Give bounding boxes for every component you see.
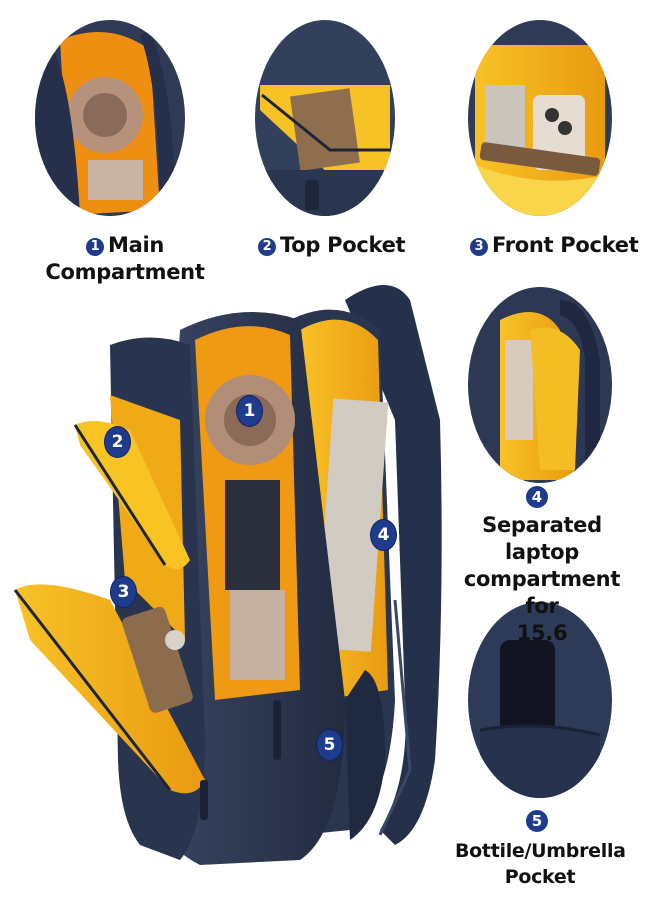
bag-marker-5: 5 xyxy=(316,729,343,761)
front-pocket-detail-image xyxy=(468,20,612,216)
feature-label-line: 15.6 xyxy=(516,621,568,645)
top-pocket-detail-image xyxy=(255,20,395,216)
backpack-main-image xyxy=(13,285,442,865)
feature-label-line: Top Pocket xyxy=(280,233,406,257)
feature-number-badge: 2 xyxy=(258,238,276,256)
bag-marker-3: 3 xyxy=(110,576,137,608)
feature-number-badge: 3 xyxy=(470,238,488,256)
feature-label-line: Compartment xyxy=(45,260,205,284)
feature-number-badge: 4 xyxy=(526,486,548,508)
main-compartment-detail-image xyxy=(35,20,185,216)
feature-label-line: Pocket xyxy=(504,866,576,888)
feature-label-line: Main xyxy=(107,233,165,257)
bottle-umbrella-pocket-detail-image xyxy=(468,602,612,798)
feature-label-bottle-umbrella-pocket: Bottile/Umbrella Pocket xyxy=(455,838,626,890)
feature-label-line: Front Pocket xyxy=(492,233,639,257)
bag-marker-2: 2 xyxy=(104,426,131,458)
bag-marker-4: 4 xyxy=(370,519,397,551)
feature-label-laptop-compartment: Separated laptop compartment for 15.6 xyxy=(452,512,632,647)
feature-number-badge: 5 xyxy=(526,810,548,832)
feature-label-line: compartment for xyxy=(463,567,621,618)
feature-label-line: Separated laptop xyxy=(482,513,602,564)
feature-number-badge: 1 xyxy=(85,238,104,256)
laptop-compartment-detail-image xyxy=(468,287,612,483)
bag-marker-1: 1 xyxy=(236,395,263,427)
feature-label-line: Bottile/Umbrella xyxy=(455,840,626,862)
